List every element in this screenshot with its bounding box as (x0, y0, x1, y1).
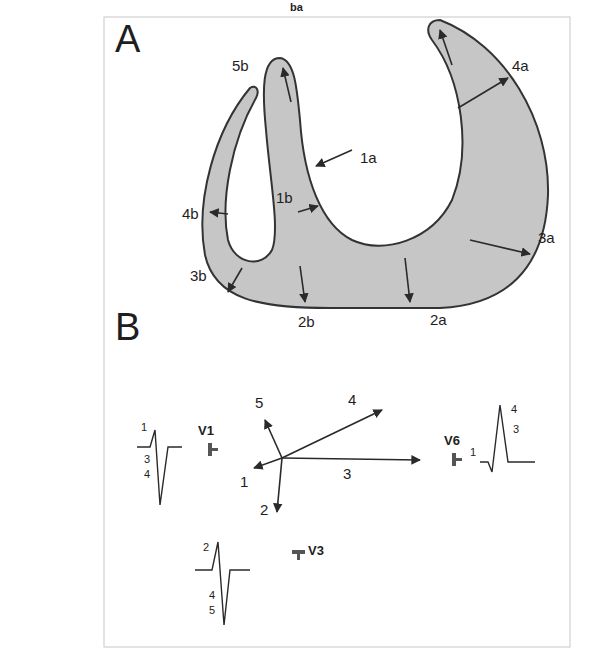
vector-arrow (282, 458, 420, 460)
callout-number: 1a (360, 150, 377, 165)
vector-number: 5 (255, 395, 263, 410)
lead-name: V1 (198, 424, 214, 437)
vector-arrow (298, 206, 318, 212)
lead-name: V6 (444, 434, 460, 447)
callout-number: 1b (276, 190, 293, 205)
vector-arrow (254, 458, 282, 468)
lead-name: V3 (308, 544, 324, 557)
electrode-symbol (456, 458, 462, 461)
wave-number: 4 (144, 469, 150, 480)
vector-number: 3 (343, 466, 351, 481)
electrode-symbol (292, 550, 305, 554)
vector-number: 2 (260, 502, 268, 517)
wave-number: 4 (511, 404, 517, 415)
wave-number: 5 (209, 605, 215, 616)
electrode-symbol (452, 453, 456, 466)
vector-arrow (228, 268, 242, 292)
wave-number: 1 (470, 447, 476, 458)
vector-arrow (210, 212, 228, 214)
ecg-trace (137, 430, 182, 505)
callout-number: 2a (430, 312, 447, 327)
vector-arrow (277, 458, 282, 512)
wave-number: 3 (513, 424, 519, 435)
vector-arrow (300, 266, 305, 302)
vector-number: 1 (240, 474, 248, 489)
electrode-symbol (208, 443, 212, 456)
panel-letter: A (115, 20, 140, 58)
callout-number: 3a (538, 230, 555, 245)
vector-arrow (470, 240, 530, 254)
vector-arrow (316, 150, 352, 166)
vector-arrow (265, 420, 282, 458)
callout-number: 4a (512, 58, 529, 73)
vector-arrow (405, 258, 410, 302)
wave-number: 4 (209, 590, 215, 601)
vector-arrow (282, 410, 382, 458)
vector-arrow (283, 68, 291, 102)
wave-number: 3 (144, 454, 150, 465)
electrode-symbol (212, 448, 218, 451)
wave-number: 2 (203, 542, 209, 553)
ventricle-section (202, 20, 548, 308)
vector-arrow (458, 78, 508, 108)
callout-number: 2b (298, 314, 315, 329)
electrode-symbol (297, 554, 300, 560)
ecg-trace (195, 542, 250, 625)
ecg-trace (480, 405, 535, 472)
vector-arrow (440, 30, 452, 65)
callout-number: 4b (182, 206, 199, 221)
panel-letter: B (115, 308, 140, 346)
panel-frame (104, 17, 570, 647)
header-fragment: ba (290, 2, 303, 13)
vector-number: 4 (348, 392, 356, 407)
callout-number: 3b (190, 268, 207, 283)
callout-number: 5b (232, 58, 249, 73)
wave-number: 1 (141, 422, 147, 433)
